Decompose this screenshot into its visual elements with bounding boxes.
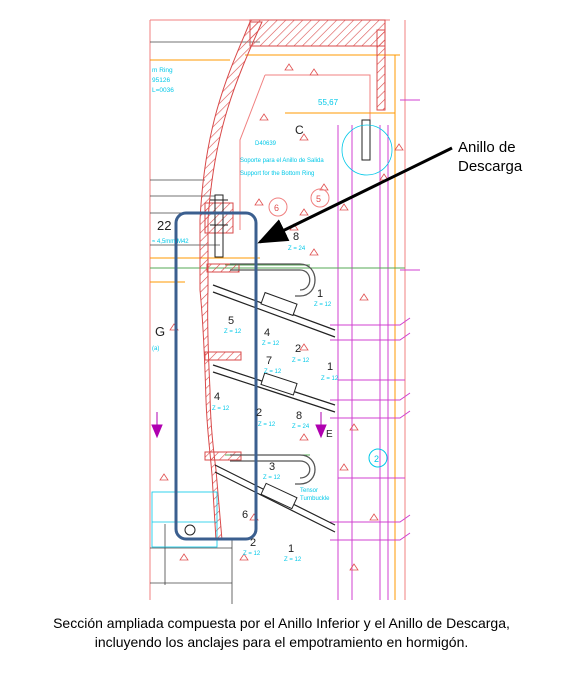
callout-label: Anillo de Descarga: [458, 138, 522, 176]
section-circle-c: [341, 124, 393, 176]
z12i: Z = 12: [263, 475, 281, 481]
item-5: 5: [228, 315, 234, 327]
figure-caption: Sección ampliada compuesta por el Anillo…: [0, 614, 563, 652]
ring-note-1: m Ring: [152, 67, 173, 74]
callout-arrow: [257, 146, 453, 244]
dimension-lines: [150, 54, 400, 600]
circle-6-label: 6: [274, 203, 279, 213]
caption-line-1: Sección ampliada compuesta por el Anillo…: [53, 615, 510, 631]
z12k: Z = 12: [284, 557, 302, 563]
item-2c: 2: [250, 537, 256, 549]
z12c: Z = 12: [262, 341, 280, 347]
anchor-bolt: [210, 119, 371, 258]
callout-line-2: Descarga: [458, 158, 523, 175]
item-2a: 2: [295, 343, 301, 355]
number-22: 22: [157, 218, 171, 233]
hook-bars: [230, 263, 316, 485]
circle-5-label: 5: [316, 194, 321, 204]
tensor-es: Tensor: [300, 488, 318, 494]
caption-line-2: incluyendo los anclajes para el empotram…: [94, 634, 469, 650]
item-3: 3: [269, 461, 275, 473]
z12a: Z = 12: [314, 302, 332, 308]
item-2b: 2: [256, 407, 262, 419]
elevation-label: 55,67: [318, 98, 339, 107]
elevation-markers: [151, 412, 327, 439]
bottom-ring-shell: [199, 21, 263, 541]
circle-2-label: 2: [374, 454, 379, 464]
circle-marker-6: [268, 197, 288, 217]
ring-note-3: L=0036: [152, 87, 174, 94]
stiffener-plates: [204, 263, 242, 461]
embed-conduits: [330, 99, 420, 600]
side-note: (a): [152, 346, 159, 352]
item-1a: 1: [317, 288, 323, 300]
z12h: Z = 12: [258, 422, 276, 428]
bolt-note: ≈ 4,5mm M42: [152, 239, 189, 245]
ring-flange: [204, 202, 234, 234]
item-4a: 4: [264, 327, 270, 339]
section-c-label: C: [295, 123, 304, 137]
base-bolt-icon: [184, 524, 196, 536]
support-note-en: Support for the Bottom Ring: [240, 171, 314, 177]
top-ring-plate: [249, 19, 386, 47]
item-7: 7: [266, 355, 272, 367]
z12j: Z = 12: [243, 551, 261, 557]
support-note-code: D40639: [255, 141, 277, 147]
support-note-es: Soporte para el Anillo de Salida: [240, 158, 324, 164]
z12g: Z = 12: [212, 406, 230, 412]
item-1c: 1: [288, 543, 294, 555]
item-8b: 8: [296, 410, 302, 422]
item-8a: 8: [293, 231, 299, 243]
z24a: Z = 24: [288, 246, 306, 252]
reference-lines: [150, 264, 405, 456]
ring-note-2: 95126: [152, 77, 170, 84]
concrete-markers: [159, 63, 404, 571]
z12d: Z = 12: [292, 358, 310, 364]
bottom-ring-highlight-box: [174, 211, 258, 541]
turnbuckles: [260, 291, 298, 510]
circle-marker-2: [368, 448, 388, 468]
lower-structure: [151, 491, 218, 548]
z24b: Z = 24: [292, 424, 310, 430]
z12e: Z = 12: [264, 369, 282, 375]
item-4b: 4: [214, 391, 220, 403]
label-e: E: [326, 429, 333, 440]
item-6: 6: [242, 509, 248, 521]
concrete-outline: [149, 19, 406, 600]
callout-line-1: Anillo de: [458, 139, 516, 156]
label-g: G: [155, 324, 165, 339]
circle-marker-5: [310, 188, 330, 208]
drawing-labels: m Ring 95126 L=0036 55,67 C D40639 Sopor…: [152, 67, 379, 563]
tie-rods: [212, 284, 336, 533]
tensor-en: Turnbuckle: [300, 496, 330, 502]
z12f: Z = 12: [321, 376, 339, 382]
z12b: Z = 12: [224, 329, 242, 335]
top-ring-hanger: [376, 29, 386, 111]
item-1b: 1: [327, 361, 333, 373]
